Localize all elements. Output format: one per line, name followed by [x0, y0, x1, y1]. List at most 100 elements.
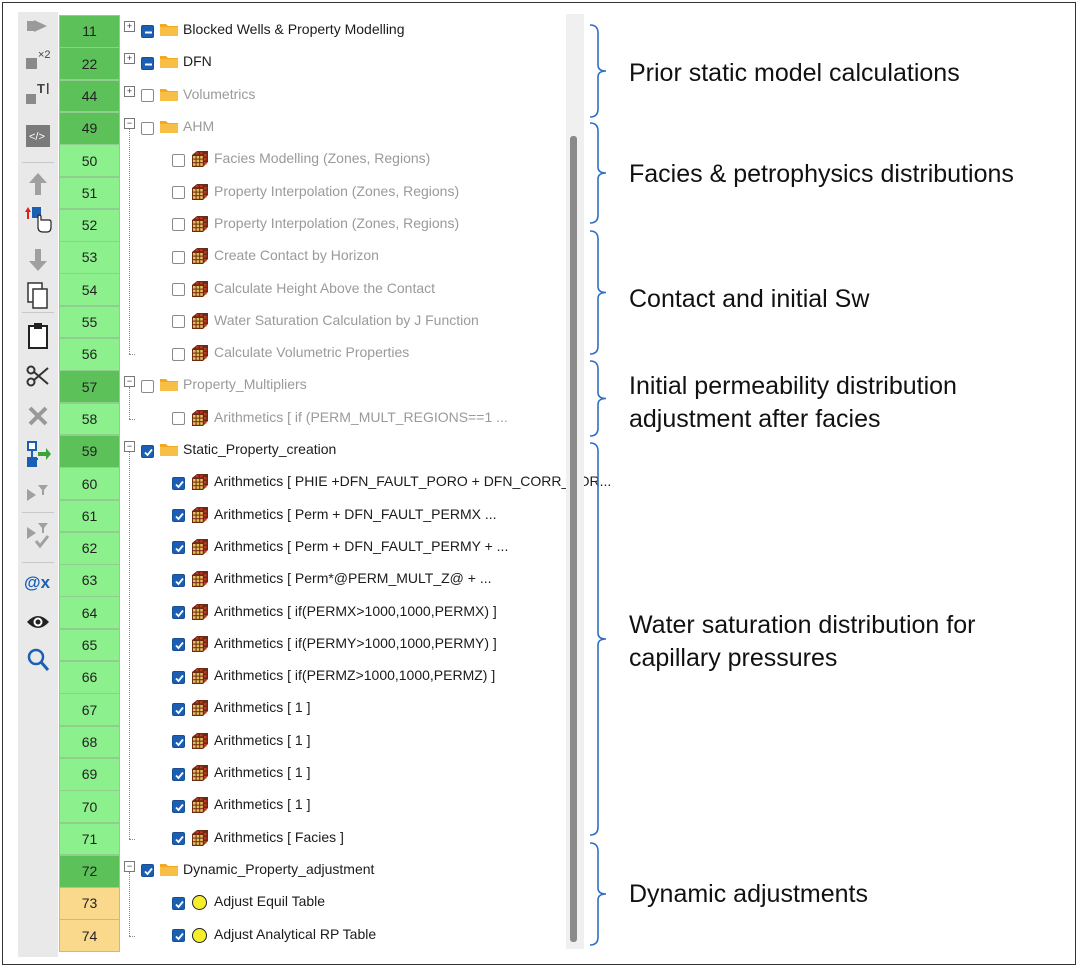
row-checkbox[interactable]	[172, 832, 185, 846]
expand-icon[interactable]: +	[124, 21, 135, 33]
collapse-icon[interactable]: −	[124, 860, 135, 872]
step-number-cell[interactable]: 50	[59, 144, 120, 177]
row-checkbox[interactable]	[172, 767, 185, 781]
row-checkbox[interactable]	[141, 379, 154, 393]
row-checkbox[interactable]	[172, 412, 185, 426]
step-number-cell[interactable]: 53	[59, 241, 120, 274]
step-number-cell[interactable]: 64	[59, 596, 120, 630]
step-number-cell[interactable]: 54	[59, 273, 120, 307]
expand-icon[interactable]: +	[124, 53, 135, 65]
search-button[interactable]	[22, 648, 54, 676]
step-number-cell[interactable]: 66	[59, 661, 120, 694]
filter-run-button[interactable]	[22, 482, 54, 510]
move-up-button[interactable]	[22, 172, 54, 200]
step-number-cell[interactable]: 68	[59, 725, 120, 759]
tree-item-row[interactable]: Facies Modelling (Zones, Regions)	[120, 144, 565, 176]
tree-item-row[interactable]: Arithmetics [ Perm + DFN_FAULT_PERMY + .…	[120, 532, 565, 564]
row-checkbox[interactable]	[172, 929, 185, 943]
tree-item-row[interactable]: Arithmetics [ 1 ]	[120, 693, 565, 725]
row-checkbox[interactable]	[172, 573, 185, 587]
row-checkbox[interactable]	[141, 864, 154, 878]
tree-item-row[interactable]: Water Saturation Calculation by J Functi…	[120, 306, 565, 338]
run-button[interactable]	[22, 14, 54, 42]
variable-button[interactable]: @x	[22, 570, 54, 598]
tree-item-row[interactable]: Property Interpolation (Zones, Regions)	[120, 177, 565, 209]
step-number-cell[interactable]: 73	[59, 887, 120, 920]
vertical-scrollbar[interactable]	[566, 14, 584, 949]
step-number-cell[interactable]: 65	[59, 628, 120, 662]
step-number-cell[interactable]: 70	[59, 790, 120, 823]
step-number-cell[interactable]: 58	[59, 402, 120, 436]
row-checkbox[interactable]	[172, 250, 185, 264]
tree-item-row[interactable]: Arithmetics [ 1 ]	[120, 758, 565, 790]
row-checkbox[interactable]	[172, 509, 185, 523]
row-checkbox[interactable]	[172, 799, 185, 813]
tree-folder-row[interactable]: +Blocked Wells & Property Modelling	[120, 15, 565, 47]
tree-item-row[interactable]: Calculate Height Above the Contact	[120, 273, 565, 305]
row-checkbox[interactable]	[172, 315, 185, 329]
row-checkbox[interactable]	[172, 186, 185, 200]
step-number-cell[interactable]: 51	[59, 176, 120, 210]
tree-folder-row[interactable]: +Volumetrics	[120, 80, 565, 112]
step-number-cell[interactable]: 55	[59, 305, 120, 339]
row-checkbox[interactable]	[172, 541, 185, 555]
step-number-cell[interactable]: 67	[59, 693, 120, 727]
tree-folder-row[interactable]: −Dynamic_Property_adjustment	[120, 855, 565, 887]
row-checkbox[interactable]	[141, 24, 154, 38]
step-number-cell[interactable]: 63	[59, 564, 120, 597]
step-number-cell[interactable]: 72	[59, 854, 120, 888]
move-down-button[interactable]	[22, 248, 54, 276]
step-number-cell[interactable]: 69	[59, 757, 120, 791]
step-number-cell[interactable]: 44	[59, 79, 120, 113]
expand-icon[interactable]: +	[124, 85, 135, 97]
copy-button[interactable]	[22, 281, 54, 312]
step-number-cell[interactable]: 57	[59, 370, 120, 404]
paste-button[interactable]	[22, 322, 54, 352]
step-number-cell[interactable]: 52	[59, 208, 120, 242]
duplicate-x2-button[interactable]: ×2	[22, 48, 54, 76]
row-checkbox[interactable]	[141, 89, 154, 103]
cut-button[interactable]	[22, 364, 54, 392]
row-checkbox[interactable]	[172, 218, 185, 232]
step-number-cell[interactable]: 49	[59, 111, 120, 145]
step-number-cell[interactable]: 22	[59, 47, 120, 81]
row-checkbox[interactable]	[172, 702, 185, 716]
tree-item-row[interactable]: Calculate Volumetric Properties	[120, 338, 565, 370]
tree-folder-row[interactable]: +DFN	[120, 47, 565, 79]
rename-text-button[interactable]: T	[22, 81, 54, 110]
filter-check-button[interactable]	[22, 522, 54, 552]
row-checkbox[interactable]	[172, 670, 185, 684]
collapse-icon[interactable]: −	[124, 441, 135, 453]
step-number-cell[interactable]: 61	[59, 499, 120, 533]
row-checkbox[interactable]	[141, 56, 154, 70]
tree-item-row[interactable]: Arithmetics [ if(PERMZ>1000,1000,PERMZ) …	[120, 661, 565, 693]
step-number-cell[interactable]: 56	[59, 338, 120, 371]
tree-item-row[interactable]: Property Interpolation (Zones, Regions)	[120, 209, 565, 241]
row-checkbox[interactable]	[141, 121, 154, 135]
tree-item-row[interactable]: Create Contact by Horizon	[120, 241, 565, 273]
tree-item-row[interactable]: Arithmetics [ 1 ]	[120, 726, 565, 758]
row-checkbox[interactable]	[172, 896, 185, 910]
eye-button[interactable]	[22, 610, 54, 638]
tree-item-row[interactable]: Arithmetics [ Facies ]	[120, 823, 565, 855]
step-number-cell[interactable]: 74	[59, 919, 120, 953]
code-button[interactable]: </>	[22, 124, 54, 152]
tree-folder-row[interactable]: −Static_Property_creation	[120, 435, 565, 467]
row-checkbox[interactable]	[172, 476, 185, 490]
move-pointer-button[interactable]	[22, 206, 54, 236]
row-checkbox[interactable]	[172, 283, 185, 297]
delete-button[interactable]	[22, 404, 54, 432]
collapse-icon[interactable]: −	[124, 376, 135, 388]
step-number-cell[interactable]: 59	[59, 434, 120, 468]
collapse-icon[interactable]: −	[124, 118, 135, 130]
step-number-cell[interactable]: 71	[59, 822, 120, 856]
transfer-button[interactable]	[22, 440, 54, 470]
step-number-cell[interactable]: 60	[59, 467, 120, 500]
tree-item-row[interactable]: Arithmetics [ if (PERM_MULT_REGIONS==1 .…	[120, 403, 565, 435]
step-number-cell[interactable]: 62	[59, 531, 120, 565]
row-checkbox[interactable]	[172, 347, 185, 361]
row-checkbox[interactable]	[172, 638, 185, 652]
row-checkbox[interactable]	[141, 444, 154, 458]
tree-item-row[interactable]: Arithmetics [ Perm*@PERM_MULT_Z@ + ...	[120, 564, 565, 596]
tree-item-row[interactable]: Arithmetics [ 1 ]	[120, 790, 565, 822]
